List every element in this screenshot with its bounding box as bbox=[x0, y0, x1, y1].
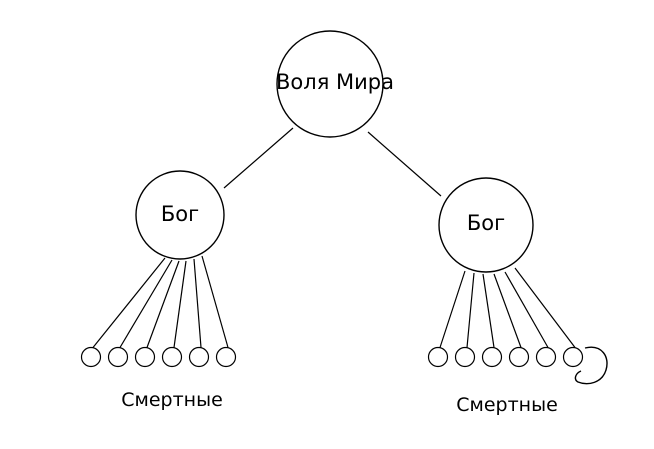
edge-root-to-god-left bbox=[223, 127, 294, 189]
mortal-right-3 bbox=[481, 346, 503, 368]
group-label-right: Смертные bbox=[456, 394, 558, 416]
mortal-right-5 bbox=[535, 346, 557, 368]
mortal-left-5 bbox=[188, 346, 210, 368]
god-node-left: Бог bbox=[135, 170, 225, 260]
edge-left-mortal-5 bbox=[193, 258, 202, 348]
mortal-left-1 bbox=[80, 346, 102, 368]
edge-right-mortal-2 bbox=[466, 272, 475, 348]
god-node-left-circle bbox=[135, 170, 225, 260]
edge-left-mortal-4 bbox=[173, 260, 187, 348]
edge-left-mortal-1 bbox=[92, 257, 166, 348]
root-node: Воля Мира bbox=[276, 30, 394, 138]
mortal-leaves bbox=[80, 346, 584, 368]
mortal-loop-curl bbox=[574, 346, 608, 385]
mortal-left-6 bbox=[215, 346, 237, 368]
god-node-right-label: Бог bbox=[467, 211, 505, 235]
edge-left-mortal-3 bbox=[146, 260, 180, 348]
edge-left-mortal-6 bbox=[201, 255, 229, 348]
mortal-left-2 bbox=[107, 346, 129, 368]
god-node-right: Бог bbox=[438, 177, 534, 273]
mortal-left-3 bbox=[134, 346, 156, 368]
edge-right-mortal-5 bbox=[504, 271, 549, 348]
mortal-right-6 bbox=[562, 346, 584, 368]
mortal-left-4 bbox=[161, 346, 183, 368]
edge-right-mortal-3 bbox=[482, 273, 495, 348]
mortal-right-2 bbox=[454, 346, 476, 368]
mortal-right-1 bbox=[427, 346, 449, 368]
root-node-label: Воля Мира bbox=[276, 70, 394, 94]
edge-right-mortal-6 bbox=[514, 267, 576, 348]
mortal-edges bbox=[92, 255, 576, 348]
edge-right-mortal-4 bbox=[493, 273, 522, 348]
edge-root-to-god-right bbox=[367, 131, 442, 197]
mortal-right-4 bbox=[508, 346, 530, 368]
god-node-right-circle bbox=[438, 177, 534, 273]
root-node-circle bbox=[276, 30, 384, 138]
edge-left-mortal-2 bbox=[119, 259, 173, 348]
group-label-left: Смертные bbox=[121, 389, 223, 411]
edge-right-mortal-1 bbox=[439, 270, 466, 348]
god-node-left-label: Бог bbox=[161, 202, 199, 226]
